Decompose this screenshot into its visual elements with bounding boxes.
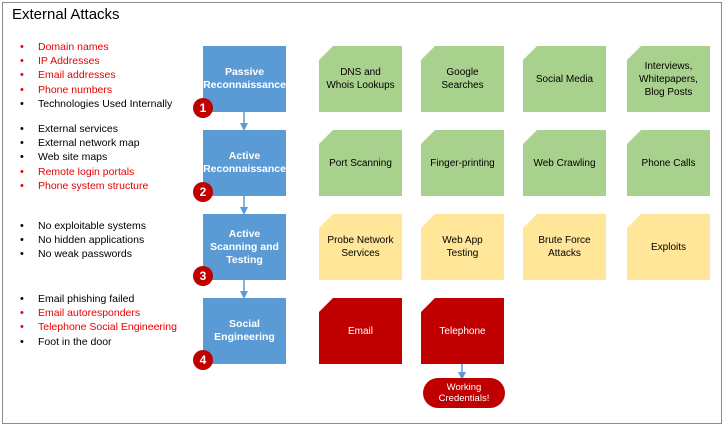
task-box: Google Searches (421, 46, 504, 112)
phase-box-1: Passive Reconnaissance (203, 46, 286, 112)
finding-item: Remote login portals (20, 165, 148, 179)
finding-item: Domain names (20, 40, 172, 54)
task-box: Email (319, 298, 402, 364)
findings-list-phase-4: Email phishing failedEmail autoresponder… (20, 292, 177, 349)
finding-item: Phone numbers (20, 83, 172, 97)
finding-item: Foot in the door (20, 335, 177, 349)
task-box: DNS and Whois Lookups (319, 46, 402, 112)
phase-number-badge-4: 4 (193, 350, 213, 370)
finding-item: External network map (20, 136, 148, 150)
phase-box-2: Active Reconnaissance (203, 130, 286, 196)
task-box: Web Crawling (523, 130, 606, 196)
task-box: Exploits (627, 214, 710, 280)
task-box: Social Media (523, 46, 606, 112)
phase-number-badge-1: 1 (193, 98, 213, 118)
task-box: Probe Network Services (319, 214, 402, 280)
findings-list-phase-2: External servicesExternal network mapWeb… (20, 122, 148, 193)
task-box: Port Scanning (319, 130, 402, 196)
phase-number-badge-2: 2 (193, 182, 213, 202)
findings-list-phase-1: Domain namesIP AddressesEmail addressesP… (20, 40, 172, 111)
finding-item: External services (20, 122, 148, 136)
diagram-title: External Attacks (12, 6, 120, 23)
finding-item: Web site maps (20, 150, 148, 164)
phase-box-3: Active Scanning and Testing (203, 214, 286, 280)
finding-item: IP Addresses (20, 54, 172, 68)
task-box: Interviews, Whitepapers, Blog Posts (627, 46, 710, 112)
task-box: Brute Force Attacks (523, 214, 606, 280)
task-box: Finger-printing (421, 130, 504, 196)
findings-list-phase-3: No exploitable systemsNo hidden applicat… (20, 219, 146, 262)
finding-item: Email addresses (20, 68, 172, 82)
finding-item: Phone system structure (20, 179, 148, 193)
task-box: Phone Calls (627, 130, 710, 196)
finding-item: Technologies Used Internally (20, 97, 172, 111)
finding-item: Email autoresponders (20, 306, 177, 320)
phase-box-4: Social Engineering (203, 298, 286, 364)
task-box: Telephone (421, 298, 504, 364)
result-working-credentials: Working Credentials! (423, 378, 505, 408)
finding-item: No hidden applications (20, 233, 146, 247)
phase-number-badge-3: 3 (193, 266, 213, 286)
task-box: Web App Testing (421, 214, 504, 280)
finding-item: No weak passwords (20, 247, 146, 261)
finding-item: Email phishing failed (20, 292, 177, 306)
finding-item: No exploitable systems (20, 219, 146, 233)
finding-item: Telephone Social Engineering (20, 320, 177, 334)
